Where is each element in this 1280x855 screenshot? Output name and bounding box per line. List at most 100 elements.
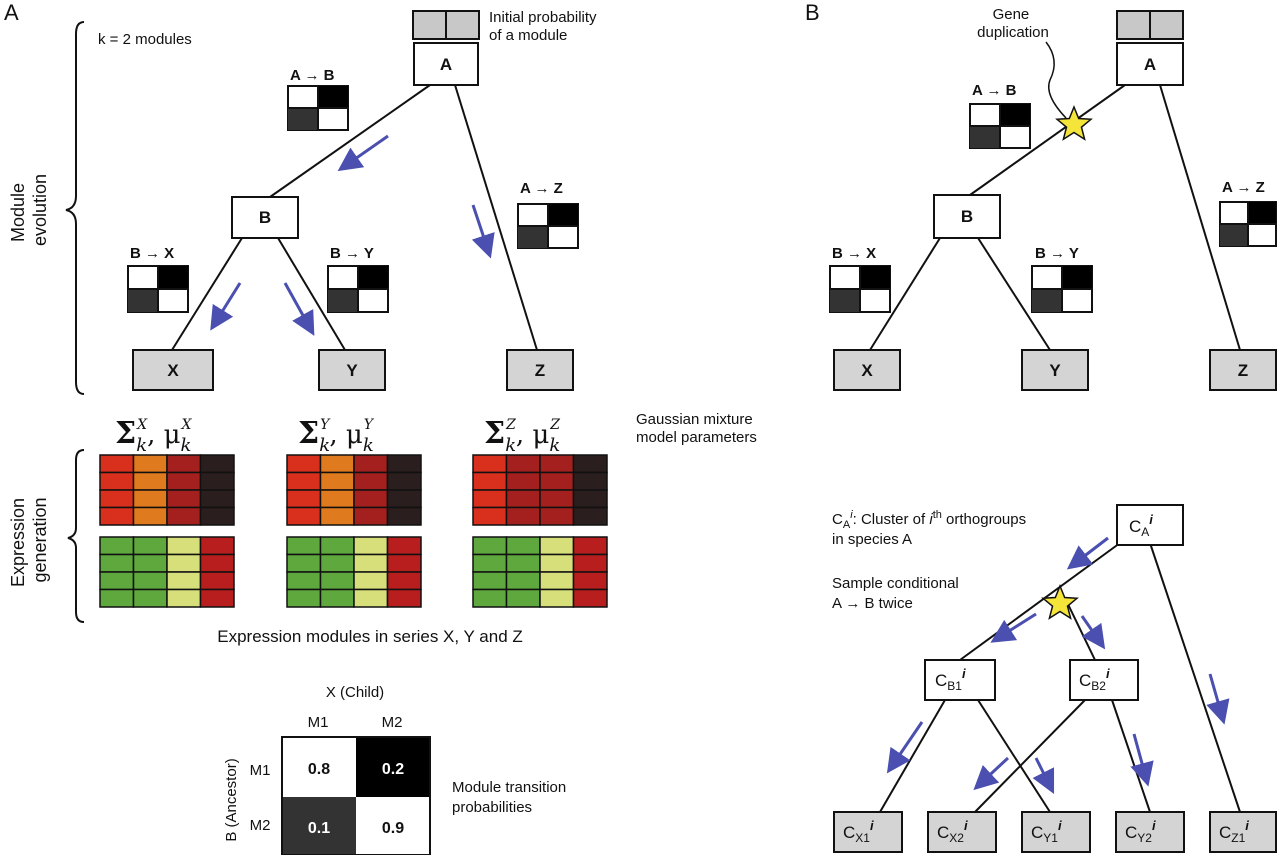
heatmap-cell	[386, 553, 422, 573]
heatmap-cell	[199, 553, 235, 573]
heatmap-cell	[166, 553, 202, 573]
node-y-label: Y	[346, 361, 358, 380]
matrix-label: Module transition probabilities	[452, 779, 570, 816]
b-node-z	[1209, 349, 1277, 391]
heatmap-cell	[132, 571, 168, 591]
heatmap-x-red	[99, 454, 235, 526]
transition-ab-label: A → B	[290, 67, 335, 84]
heatmap-cell	[286, 454, 322, 474]
gmm-params-y: ΣkY, μkY	[298, 416, 375, 456]
heatmap-z-red	[472, 454, 608, 526]
heatmap-cell	[472, 571, 508, 591]
heatmap-cell	[199, 536, 235, 556]
heatmap-cell	[353, 571, 389, 591]
heatmap-cell	[472, 536, 508, 556]
heatmap-cell	[319, 471, 355, 491]
heatmap-cell	[386, 471, 422, 491]
heatmap-cell	[99, 471, 135, 491]
heatmap-cell	[166, 506, 202, 526]
heatmap-cell	[286, 536, 322, 556]
heatmap-cell	[166, 489, 202, 509]
heatmap-cell	[319, 454, 355, 474]
heatmap-y-green	[286, 536, 422, 608]
heatmap-cell	[99, 588, 135, 608]
heatmap-cell	[505, 553, 541, 573]
heatmap-cell	[99, 454, 135, 474]
panel-b-flow-arrows	[886, 536, 1230, 795]
heatmap-cell	[319, 489, 355, 509]
heatmap-cell	[286, 553, 322, 573]
heatmap-cell	[353, 506, 389, 526]
heatmap-cell	[166, 536, 202, 556]
panel-a-label: A	[4, 0, 19, 25]
matrix-row-axis: B (Ancestor)	[223, 758, 240, 841]
expression-generation-brace	[67, 449, 85, 623]
heatmap-cell	[353, 454, 389, 474]
cluster-node-cy2: CY2i	[1115, 811, 1185, 853]
heatmap-cell	[505, 506, 541, 526]
transition-by-label: B → Y	[330, 245, 374, 262]
gmm-params-z: ΣkZ, μkZ	[484, 416, 560, 456]
heatmap-cell	[199, 506, 235, 526]
heatmap-cell	[386, 454, 422, 474]
heatmap-cell	[505, 588, 541, 608]
node-a-label: A	[440, 55, 452, 74]
heatmap-cell	[539, 553, 575, 573]
node-x	[132, 349, 214, 391]
heatmap-cell	[539, 588, 575, 608]
heatmap-cell	[539, 471, 575, 491]
initial-probability-label: Initial probability of a module	[489, 9, 601, 44]
heatmap-cell	[353, 471, 389, 491]
gene-duplication-pointer	[1045, 41, 1067, 119]
heatmap-cell	[386, 588, 422, 608]
heatmap-cell	[319, 571, 355, 591]
panel-b-label: B	[805, 0, 820, 25]
heatmap-cell	[99, 571, 135, 591]
b-transition-bx-matrix	[829, 265, 891, 313]
cluster-description: CAi: Cluster of ith orthogroups in speci…	[832, 509, 1030, 548]
heatmap-cell	[572, 506, 608, 526]
heatmap-cell	[386, 536, 422, 556]
heatmap-cell	[472, 588, 508, 608]
heatmap-cell	[572, 588, 608, 608]
matrix-cell-m2-m2: 0.9	[382, 820, 404, 837]
heatmap-cell	[539, 536, 575, 556]
expression-generation-label: Expression generation	[8, 493, 50, 587]
b-node-y-label: Y	[1049, 361, 1061, 380]
heatmap-cell	[286, 471, 322, 491]
heatmap-cell	[199, 489, 235, 509]
heatmap-cell	[132, 536, 168, 556]
heatmap-z-green	[472, 536, 608, 608]
cluster-node-ca: CAi	[1116, 504, 1184, 546]
heatmap-cell	[286, 571, 322, 591]
heatmap-cell	[132, 454, 168, 474]
transition-ab-matrix	[287, 85, 349, 131]
svg-text:CAi: CAi	[1129, 512, 1153, 539]
heatmap-cell	[353, 588, 389, 608]
heatmap-cell	[132, 471, 168, 491]
heatmap-cell	[572, 471, 608, 491]
heatmap-cell	[199, 588, 235, 608]
heatmap-cell	[319, 588, 355, 608]
panel-a-flow-arrows	[210, 134, 495, 336]
node-y	[318, 349, 386, 391]
heatmap-cell	[319, 506, 355, 526]
b-transition-ab-matrix	[969, 103, 1031, 149]
heatmap-cell	[386, 489, 422, 509]
heatmap-cell	[539, 506, 575, 526]
transition-az-label: A → Z	[520, 180, 563, 197]
heatmap-cell	[132, 506, 168, 526]
node-b	[231, 196, 299, 239]
b-node-y	[1021, 349, 1089, 391]
b-transition-az-label: A → Z	[1222, 179, 1265, 196]
heatmap-cell	[472, 471, 508, 491]
matrix-col-axis: X (Child)	[326, 684, 384, 701]
heatmap-cell	[505, 471, 541, 491]
heatmap-cell	[353, 553, 389, 573]
heatmap-cell	[572, 489, 608, 509]
heatmap-cell	[505, 454, 541, 474]
heatmap-cell	[319, 536, 355, 556]
heatmap-cell	[166, 454, 202, 474]
heatmap-cell	[386, 571, 422, 591]
